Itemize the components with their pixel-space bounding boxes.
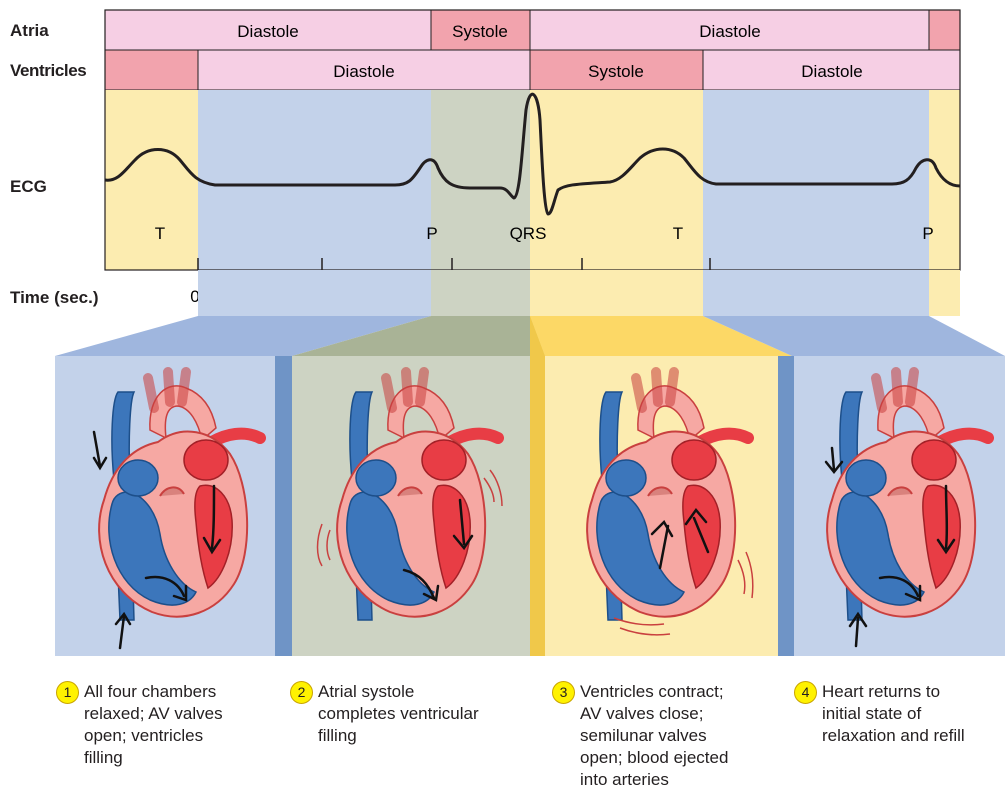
- ventricles-diastole-label: Diastole: [333, 62, 394, 81]
- stage-number-badge: 2: [290, 681, 313, 704]
- ecg-wave-t: T: [155, 224, 165, 243]
- stage-caption-4: 4 Heart returns to initial state of rela…: [794, 681, 1004, 747]
- stage-caption-2: 2 Atrial systole completes ventricular f…: [290, 681, 540, 747]
- ventricles-phase-row: Diastole Systole Diastole: [105, 50, 960, 90]
- stage-panel-1: [55, 356, 292, 656]
- ventricles-systole-label: Systole: [588, 62, 644, 81]
- ventricles-diastole-label: Diastole: [801, 62, 862, 81]
- ecg-wave-p: P: [922, 224, 933, 243]
- row-label-ventricles: Ventricles: [10, 61, 86, 80]
- ecg-wave-p: P: [426, 224, 437, 243]
- atria-phase-row: Diastole Systole Diastole: [105, 10, 960, 50]
- stage-caption-1: 1 All four chambers relaxed; AV valves o…: [56, 681, 278, 769]
- ecg-wave-qrs: QRS: [510, 224, 547, 243]
- atria-diastole-label: Diastole: [699, 22, 760, 41]
- stage-panel-3: [530, 316, 778, 656]
- atria-systole-label: Systole: [452, 22, 508, 41]
- stage-number-badge: 3: [552, 681, 575, 704]
- stage-number-badge: 4: [794, 681, 817, 704]
- stage-description: All four chambers relaxed; AV valves ope…: [84, 681, 278, 769]
- stage-panel-2: [275, 356, 530, 656]
- stage-description: Ventricles contract; AV valves close; se…: [580, 681, 782, 791]
- row-label-time: Time (sec.): [10, 288, 99, 307]
- row-label-ecg: ECG: [10, 177, 47, 196]
- atria-diastole-label: Diastole: [237, 22, 298, 41]
- stage-caption-3: 3 Ventricles contract; AV valves close; …: [552, 681, 782, 791]
- stage-panel-4: [778, 356, 1005, 656]
- stage-number-badge: 1: [56, 681, 79, 704]
- ecg-wave-t: T: [673, 224, 683, 243]
- stage-description: Heart returns to initial state of relaxa…: [822, 681, 1004, 747]
- stage-description: Atrial systole completes ventricular fil…: [318, 681, 540, 747]
- row-label-atria: Atria: [10, 21, 49, 40]
